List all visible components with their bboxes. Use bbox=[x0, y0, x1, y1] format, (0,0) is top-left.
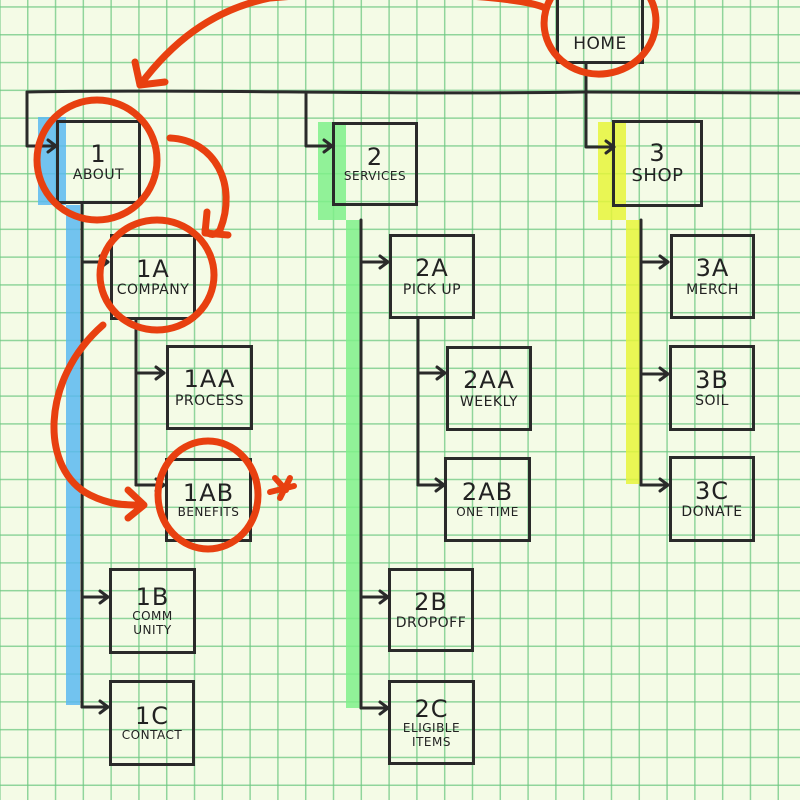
top-trunk-line bbox=[25, 89, 800, 95]
connector-to-2 bbox=[304, 92, 334, 148]
node-1-number: 1 bbox=[90, 139, 107, 168]
node-1aa-process[interactable]: 1AA Process bbox=[166, 345, 253, 430]
node-1b-label: Comm unity bbox=[132, 609, 173, 638]
node-1aa-number: 1AA bbox=[183, 365, 236, 394]
node-3c-number: 3C bbox=[694, 476, 730, 505]
node-2a-label: Pick up bbox=[402, 281, 462, 298]
node-3-number: 3 bbox=[649, 138, 666, 167]
node-1ab-label: Benefits bbox=[177, 505, 240, 520]
node-2c-eligible-items[interactable]: 2C Eligible Items bbox=[388, 680, 475, 765]
connector-to-3 bbox=[584, 90, 616, 149]
node-3b-soil[interactable]: 3B Soil bbox=[669, 345, 755, 431]
services-section-highlight-stem bbox=[346, 220, 360, 708]
node-2c-number: 2C bbox=[414, 694, 449, 723]
node-2-services[interactable]: 2 Services bbox=[332, 122, 418, 206]
node-1c-label: Contact bbox=[121, 728, 183, 743]
node-1b-community[interactable]: 1B Comm unity bbox=[109, 568, 196, 654]
node-home-label: Home bbox=[573, 34, 627, 55]
arrow-to-3b bbox=[658, 366, 670, 382]
node-1ab-benefits[interactable]: 1AB Benefits bbox=[165, 458, 252, 542]
node-1c-number: 1C bbox=[134, 701, 170, 730]
node-1a-label: Company bbox=[116, 282, 190, 299]
arrow-to-2a bbox=[378, 254, 390, 270]
node-1ab-number: 1AB bbox=[182, 478, 235, 507]
shop-section-highlight-stem bbox=[626, 220, 640, 484]
node-1-about[interactable]: 1 About bbox=[56, 120, 141, 204]
arrow-to-1c bbox=[98, 699, 110, 715]
node-1aa-label: Process bbox=[174, 392, 245, 409]
node-2a-number: 2A bbox=[415, 254, 449, 283]
arrow-to-3c bbox=[658, 477, 670, 493]
arrow-to-2aa bbox=[435, 365, 447, 381]
node-2aa-number: 2AA bbox=[463, 366, 515, 395]
node-2c-label: Eligible Items bbox=[402, 720, 461, 749]
node-2ab-label: One Time bbox=[456, 504, 519, 519]
node-home[interactable]: Home bbox=[556, 0, 644, 64]
node-1a-number: 1A bbox=[136, 254, 170, 283]
node-2b-dropoff[interactable]: 2B Dropoff bbox=[388, 568, 474, 652]
node-3b-number: 3B bbox=[695, 365, 729, 394]
connector-to-1 bbox=[25, 90, 58, 148]
node-3a-label: Merch bbox=[686, 281, 739, 298]
node-1-label: About bbox=[72, 167, 125, 184]
node-3-shop[interactable]: 3 Shop bbox=[612, 120, 703, 207]
node-2aa-weekly[interactable]: 2AA Weekly bbox=[446, 346, 532, 431]
node-3a-merch[interactable]: 3A Merch bbox=[670, 234, 755, 319]
node-2ab-onetime[interactable]: 2AB One Time bbox=[444, 457, 531, 542]
node-3-label: Shop bbox=[631, 165, 684, 187]
node-1a-company[interactable]: 1A Company bbox=[110, 234, 196, 320]
node-3c-label: Donate bbox=[681, 504, 743, 521]
arrow-to-1b bbox=[98, 589, 110, 605]
arrow-to-3a bbox=[658, 254, 670, 270]
node-2b-number: 2B bbox=[414, 587, 448, 616]
node-2aa-label: Weekly bbox=[459, 393, 519, 410]
node-2-label: Services bbox=[343, 169, 407, 184]
node-1c-contact[interactable]: 1C Contact bbox=[109, 680, 195, 766]
node-2a-pickup[interactable]: 2A Pick up bbox=[389, 234, 475, 319]
node-2b-label: Dropoff bbox=[395, 615, 467, 632]
node-2-number: 2 bbox=[366, 142, 384, 171]
node-3a-number: 3A bbox=[695, 254, 730, 283]
node-3b-label: Soil bbox=[695, 393, 729, 410]
node-3c-donate[interactable]: 3C Donate bbox=[669, 456, 755, 542]
arrow-to-1aa bbox=[154, 365, 166, 381]
node-2ab-number: 2AB bbox=[461, 478, 514, 507]
node-1b-number: 1B bbox=[135, 583, 170, 611]
